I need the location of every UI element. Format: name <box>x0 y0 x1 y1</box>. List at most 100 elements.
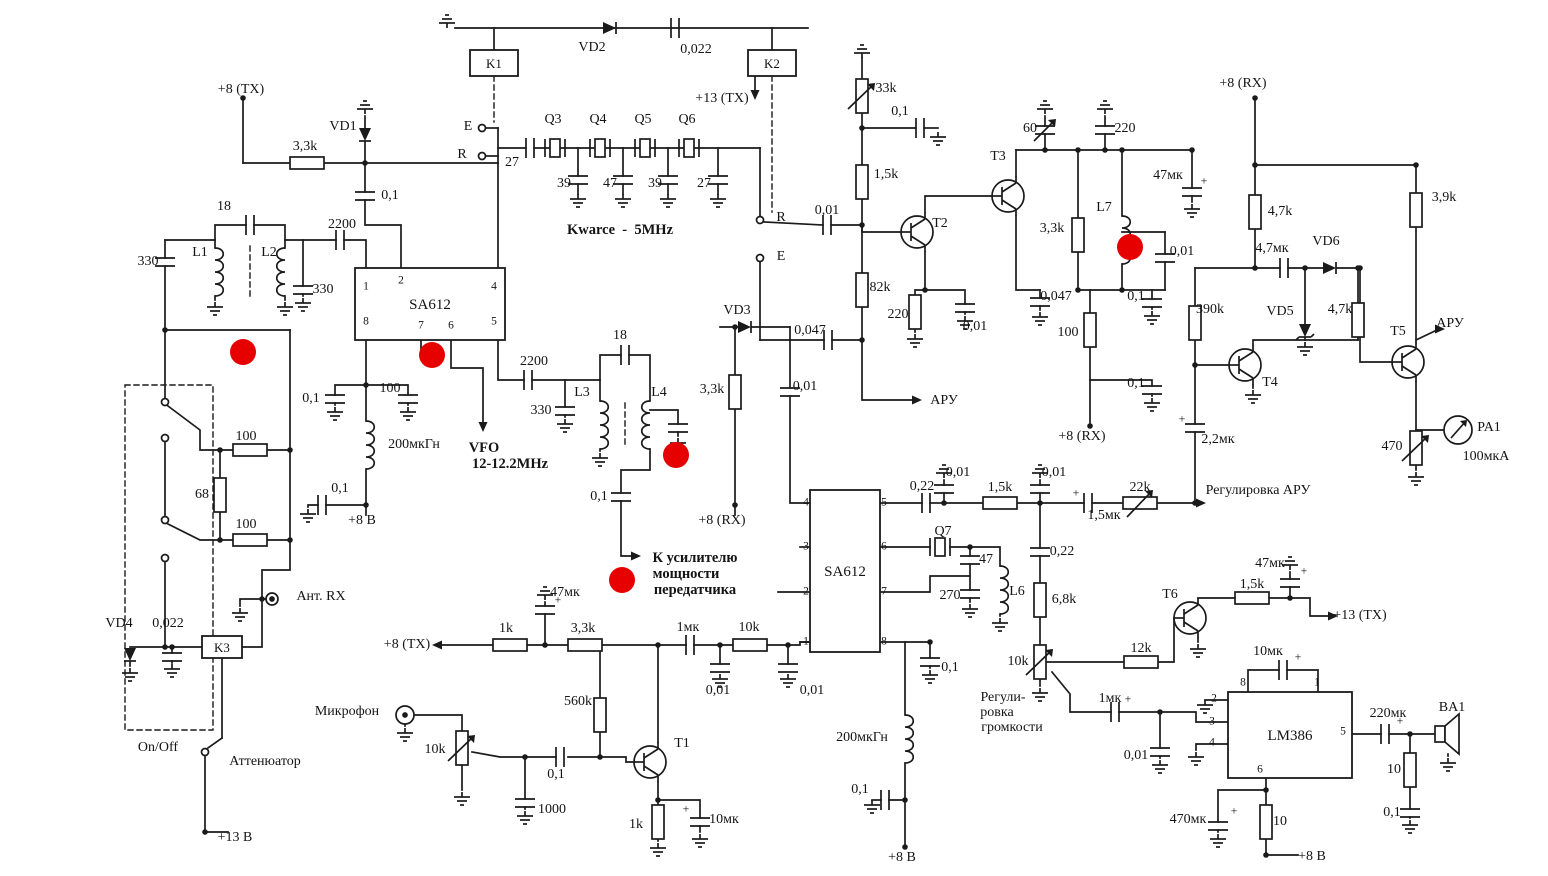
schematic-label: 10 <box>1273 814 1287 829</box>
wire <box>497 339 525 381</box>
schematic-label: 200мкГн <box>836 730 888 745</box>
junction-dot <box>732 324 738 330</box>
arrow-icon <box>631 551 641 561</box>
wire <box>1414 328 1439 342</box>
switch-contact <box>160 553 170 563</box>
schematic-label: 12k <box>1130 641 1152 656</box>
schematic-label: громкости <box>981 720 1043 735</box>
component-box: K3 <box>201 635 243 659</box>
wire <box>1247 669 1280 693</box>
capacitor-symbol <box>1030 297 1050 307</box>
schematic-label: L1 <box>192 245 208 260</box>
schematic-label: +8 (RX) <box>1058 429 1106 444</box>
transistor-symbol <box>991 176 1025 216</box>
schematic-label: BA1 <box>1438 700 1466 715</box>
schematic-label: 39 <box>648 176 662 191</box>
inductor-symbol <box>904 714 915 764</box>
junction-dot <box>217 537 223 543</box>
wire <box>620 448 651 494</box>
wire <box>450 339 484 425</box>
schematic-label: 0,022 <box>680 42 712 57</box>
schematic-label: R <box>457 147 467 162</box>
resistor-symbol <box>651 804 665 840</box>
resistor-symbol <box>232 533 268 547</box>
schematic-label: VD5 <box>1266 304 1294 319</box>
schematic-label: 330 <box>530 403 552 418</box>
capacitor-symbol <box>1208 821 1228 831</box>
switch-contact <box>477 151 487 161</box>
red-marker <box>419 342 445 368</box>
component-box-label: LM386 <box>1268 728 1314 744</box>
schematic-label: 27 <box>505 155 519 170</box>
schematic-label: 4,7k <box>1327 302 1353 317</box>
ground-symbol <box>557 419 573 433</box>
capacitor-symbol <box>611 492 631 502</box>
resistor-symbol <box>728 374 742 410</box>
junction-dot <box>941 500 947 506</box>
wire <box>531 379 601 402</box>
wire <box>1015 215 1041 291</box>
wire <box>763 221 824 226</box>
capacitor-symbol <box>822 215 832 235</box>
schematic-label: + <box>1300 565 1308 578</box>
ground-symbol <box>615 194 631 208</box>
schematic-label: АРУ <box>1436 316 1464 331</box>
red-marker <box>230 339 256 365</box>
schematic-label: VD6 <box>1312 234 1340 249</box>
transistor-symbol <box>1228 345 1262 385</box>
ground-symbol <box>930 132 946 146</box>
ground-symbol <box>122 668 138 682</box>
switch-contact <box>160 397 170 407</box>
wire <box>343 239 367 269</box>
junction-dot <box>287 537 293 543</box>
transistor-symbol <box>633 742 667 782</box>
ground-symbol <box>864 800 880 814</box>
switch-contact <box>477 123 487 133</box>
schematic-label: 8 <box>1240 676 1246 689</box>
ground-symbol <box>1402 820 1418 834</box>
wire <box>214 224 247 241</box>
ground-symbol <box>454 792 470 806</box>
wire <box>166 522 234 541</box>
junction-dot <box>1037 500 1043 506</box>
schematic-label: 6 <box>881 540 887 553</box>
junction-dot <box>1252 265 1258 271</box>
arrow-icon <box>1435 324 1445 334</box>
schematic-label: Микрофон <box>314 704 380 719</box>
schematic-label: 100 <box>1057 325 1079 340</box>
schematic-label: 1,5k <box>987 480 1013 495</box>
wire <box>261 539 291 600</box>
schematic-label: К усилителю <box>652 549 738 566</box>
schematic-label: 2,2мк <box>1201 432 1235 447</box>
junction-dot <box>785 642 791 648</box>
ground-symbol <box>295 298 311 312</box>
schematic-label: 0,047 <box>794 323 826 338</box>
schematic-label: 0,1 <box>302 391 320 406</box>
wire <box>1050 670 1112 713</box>
ground-symbol <box>164 664 180 678</box>
schematic-label: 220 <box>1114 121 1136 136</box>
junction-dot <box>169 644 175 650</box>
schematic-label: 1 <box>803 635 809 648</box>
diode-symbol <box>359 128 371 142</box>
component-box-label: SA612 <box>409 297 451 313</box>
schematic-label: + <box>554 594 562 607</box>
junction-dot <box>363 502 369 508</box>
wire <box>471 751 557 758</box>
crystal-symbol <box>544 138 566 158</box>
schematic-label: 3,3k <box>292 139 318 154</box>
ground-symbol <box>780 674 796 688</box>
component-box: SA612 <box>354 267 506 341</box>
capacitor-symbol <box>1278 660 1288 680</box>
schematic-label: VD4 <box>105 616 133 631</box>
schematic-label: On/Off <box>137 740 179 755</box>
schematic-label: +13 (TX) <box>1333 608 1387 623</box>
ground-symbol <box>957 316 973 330</box>
wire <box>241 598 263 648</box>
inductor-symbol <box>275 247 286 297</box>
component-box-label: K3 <box>214 640 230 655</box>
capacitor-symbol <box>523 370 533 390</box>
schematic-label: 100 <box>235 517 257 532</box>
meter-symbol <box>1443 415 1473 445</box>
